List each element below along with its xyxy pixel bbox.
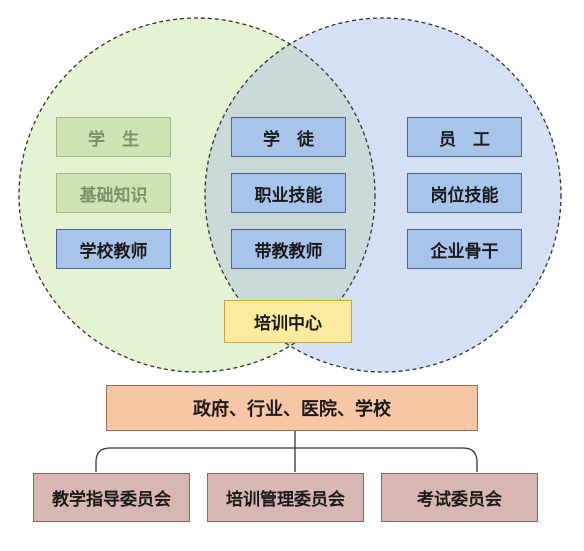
training-management-committee-box: 培训管理委员会 <box>207 473 364 522</box>
exam-committee-box: 考试委员会 <box>381 473 538 522</box>
training-center-box: 培训中心 <box>224 300 352 343</box>
employee-box: 员 工 <box>407 117 522 157</box>
connector-lines <box>95 430 478 472</box>
enterprise-backbone-box: 企业骨干 <box>407 229 522 269</box>
apprentice-box: 学 徒 <box>231 117 346 157</box>
student-box: 学 生 <box>56 117 171 157</box>
vocational-skills-box: 职业技能 <box>231 173 346 213</box>
teaching-guidance-committee-box: 教学指导委员会 <box>33 473 190 522</box>
school-teacher-box: 学校教师 <box>56 229 171 269</box>
mentor-teacher-box: 带教教师 <box>231 229 346 269</box>
parent-organizations-box: 政府、行业、医院、学校 <box>106 385 478 431</box>
basic-knowledge-box: 基础知识 <box>56 173 171 213</box>
job-skills-box: 岗位技能 <box>407 173 522 213</box>
overlap-region <box>205 18 375 372</box>
